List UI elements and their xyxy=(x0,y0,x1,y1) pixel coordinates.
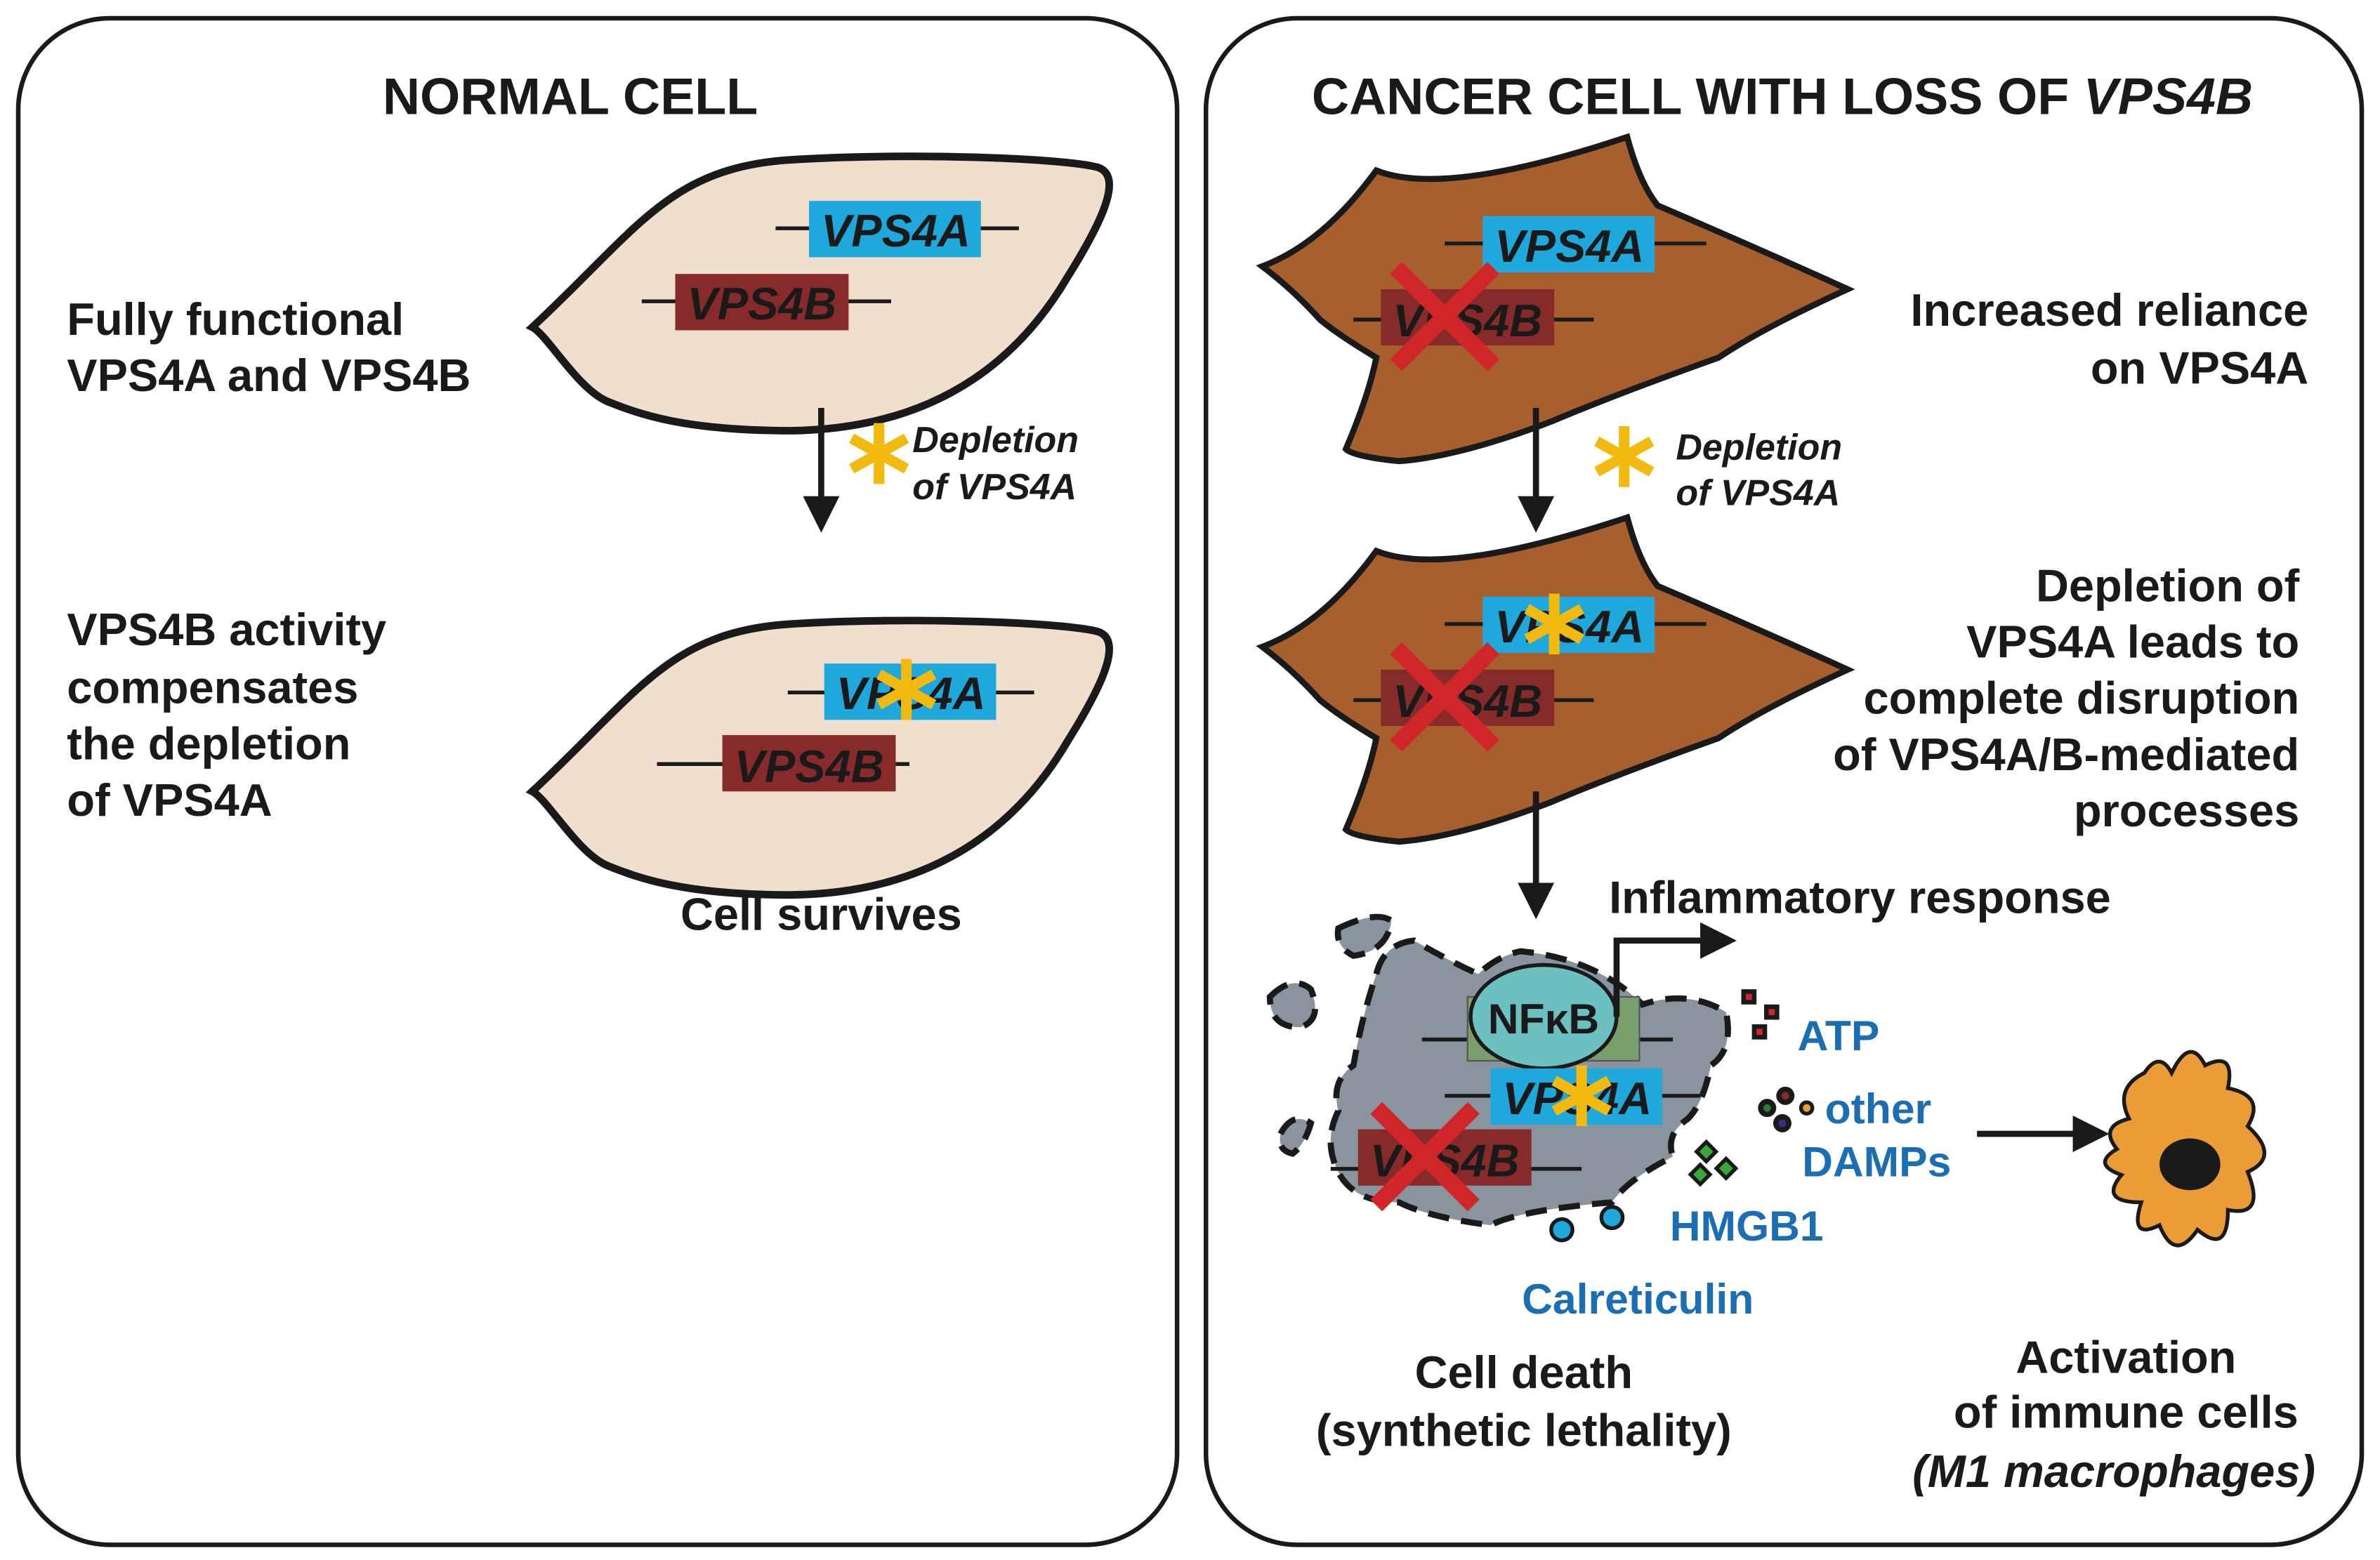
vps4a-gene xyxy=(1482,596,1655,653)
outcome-text: Cell death xyxy=(1415,1347,1633,1398)
apoptotic-body xyxy=(1266,980,1318,1031)
vps4b-gene xyxy=(722,735,896,792)
state-text: VPS4A and VPS4B xyxy=(67,350,471,401)
cancer-cell-panel: CANCER CELL WITH LOSS OF VPS4B VPS4A VPS… xyxy=(1203,15,2365,1547)
hmgb1-icon xyxy=(1688,1139,1739,1187)
outcome-text: (synthetic lethality) xyxy=(1316,1404,1732,1455)
macrophage-icon xyxy=(2103,1050,2267,1248)
state-text: VPS4B activity xyxy=(67,604,386,655)
state-text: complete disruption xyxy=(1864,673,2300,724)
normal-cell-panel: NORMAL CELL VPS4A VPS4B Fully functional… xyxy=(15,15,1180,1547)
immune-text: (M1 macrophages) xyxy=(1912,1446,2315,1497)
depletion-label: of VPS4A xyxy=(1676,473,1840,514)
atp-icon xyxy=(1741,989,1780,1040)
state-text: compensates xyxy=(67,661,358,713)
state-text: processes xyxy=(2074,785,2299,836)
vps4a-gene xyxy=(1482,216,1655,273)
immune-text: Activation xyxy=(2016,1331,2236,1382)
state-text: Fully functional xyxy=(67,293,404,345)
apoptotic-body xyxy=(1277,1116,1315,1157)
depletion-label: of VPS4A xyxy=(912,467,1077,508)
inflammatory-response-label: Inflammatory response xyxy=(1609,872,2111,923)
vps4b-label: VPS4B xyxy=(735,741,884,792)
vps4b-label: VPS4B xyxy=(687,278,836,329)
vps4a-label: VPS4A xyxy=(1494,220,1644,272)
nfkb-label: NFκB xyxy=(1488,995,1599,1043)
cancer-cell-vps4b-loss: VPS4A VPS4B xyxy=(1262,137,1848,461)
state-text: Depletion of xyxy=(2036,560,2300,611)
outcome-text: Cell survives xyxy=(681,888,962,939)
depletion-label: Depletion xyxy=(912,420,1079,461)
vps4a-gene xyxy=(809,201,981,258)
state-text: on VPS4A xyxy=(2091,342,2308,393)
cancer-cell-vps4a-depleted: VPS4A VPS4B xyxy=(1262,517,1848,842)
panel-title: CANCER CELL WITH LOSS OF VPS4B xyxy=(1312,67,2253,126)
normal-cell-intact: VPS4A VPS4B xyxy=(532,157,1110,431)
other-damps-icon xyxy=(1758,1086,1815,1132)
hmgb1-label: HMGB1 xyxy=(1670,1202,1824,1250)
other-damps-label: other xyxy=(1825,1085,1932,1132)
atp-label: ATP xyxy=(1798,1012,1880,1059)
calreticulin-label: Calreticulin xyxy=(1522,1275,1754,1323)
dying-cell: NFκB VPS4A VPS4B xyxy=(1266,913,1737,1229)
vps4b-gene xyxy=(675,274,849,331)
calreticulin-icon xyxy=(1549,1205,1625,1243)
state-text: of VPS4A/B-mediated xyxy=(1833,729,2299,780)
bent-arrow xyxy=(1613,922,1737,1017)
state-text: of VPS4A xyxy=(67,774,272,826)
state-text: the depletion xyxy=(67,718,350,769)
other-damps-label: DAMPs xyxy=(1802,1138,1951,1186)
state-text: Increased reliance xyxy=(1910,284,2308,336)
immune-text: of immune cells xyxy=(1954,1386,2299,1437)
apoptotic-body xyxy=(1334,913,1395,959)
state-text: VPS4A leads to xyxy=(1966,616,2299,667)
vps4a-label: VPS4A xyxy=(821,205,971,256)
depletion-label: Depletion xyxy=(1676,428,1842,468)
panel-title: NORMAL CELL xyxy=(383,67,758,126)
normal-cell-depleted: VPS4A VPS4B xyxy=(532,621,1110,895)
